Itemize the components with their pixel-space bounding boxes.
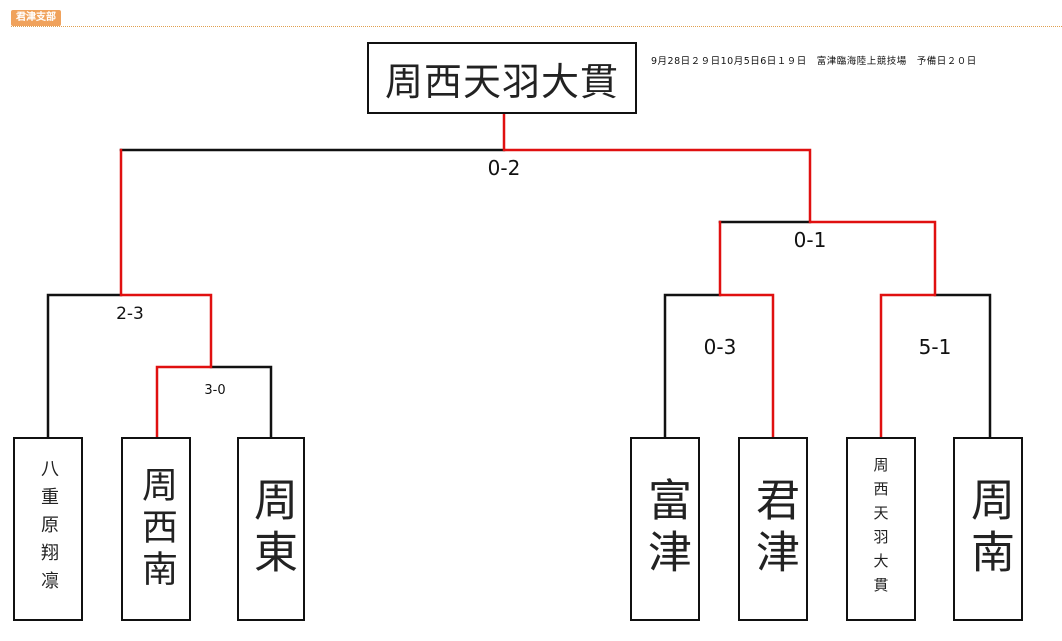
score-qf-right-a: 0-3	[703, 335, 737, 359]
team-shusainan: 周西南	[121, 437, 191, 621]
line-yaehara	[46, 293, 123, 439]
line-shuto	[209, 365, 273, 439]
team-kimitsu: 君津	[738, 437, 808, 621]
score-final: 0-2	[487, 156, 521, 180]
team-name: 周東	[246, 477, 297, 581]
team-name: 周西南	[136, 466, 177, 592]
schedule-info: 9月28日２９日10月5日6日１９日 富津臨海陸上競技場 予備日２０日	[651, 56, 977, 67]
team-shuto: 周東	[237, 437, 305, 621]
champion-box: 周西天羽大貫	[367, 42, 637, 114]
branch-tag: 君津支部	[11, 10, 61, 26]
team-name: 八重原翔凛	[38, 459, 59, 599]
team-yaehara-shorin: 八重原翔凛	[13, 437, 83, 621]
line-futtsu	[663, 293, 722, 439]
score-semi-right: 0-1	[793, 228, 827, 252]
line-kimitsu-win	[718, 220, 775, 439]
line-shusainan-win	[119, 148, 213, 439]
line-shunan	[933, 293, 992, 439]
score-qf-left: 2-3	[116, 304, 144, 324]
team-name: 周南	[963, 477, 1014, 581]
team-name: 富津	[640, 477, 691, 581]
line-shusai-win	[502, 113, 937, 439]
team-name: 周西天羽大貫	[871, 457, 890, 601]
team-name: 君津	[748, 477, 799, 581]
score-qf-right-b: 5-1	[918, 335, 952, 359]
score-r1-left: 3-0	[204, 383, 226, 398]
header-divider	[11, 26, 1062, 27]
team-shusai-amaha-onuki: 周西天羽大貫	[846, 437, 916, 621]
team-shunan: 周南	[953, 437, 1023, 621]
team-futtsu: 富津	[630, 437, 700, 621]
